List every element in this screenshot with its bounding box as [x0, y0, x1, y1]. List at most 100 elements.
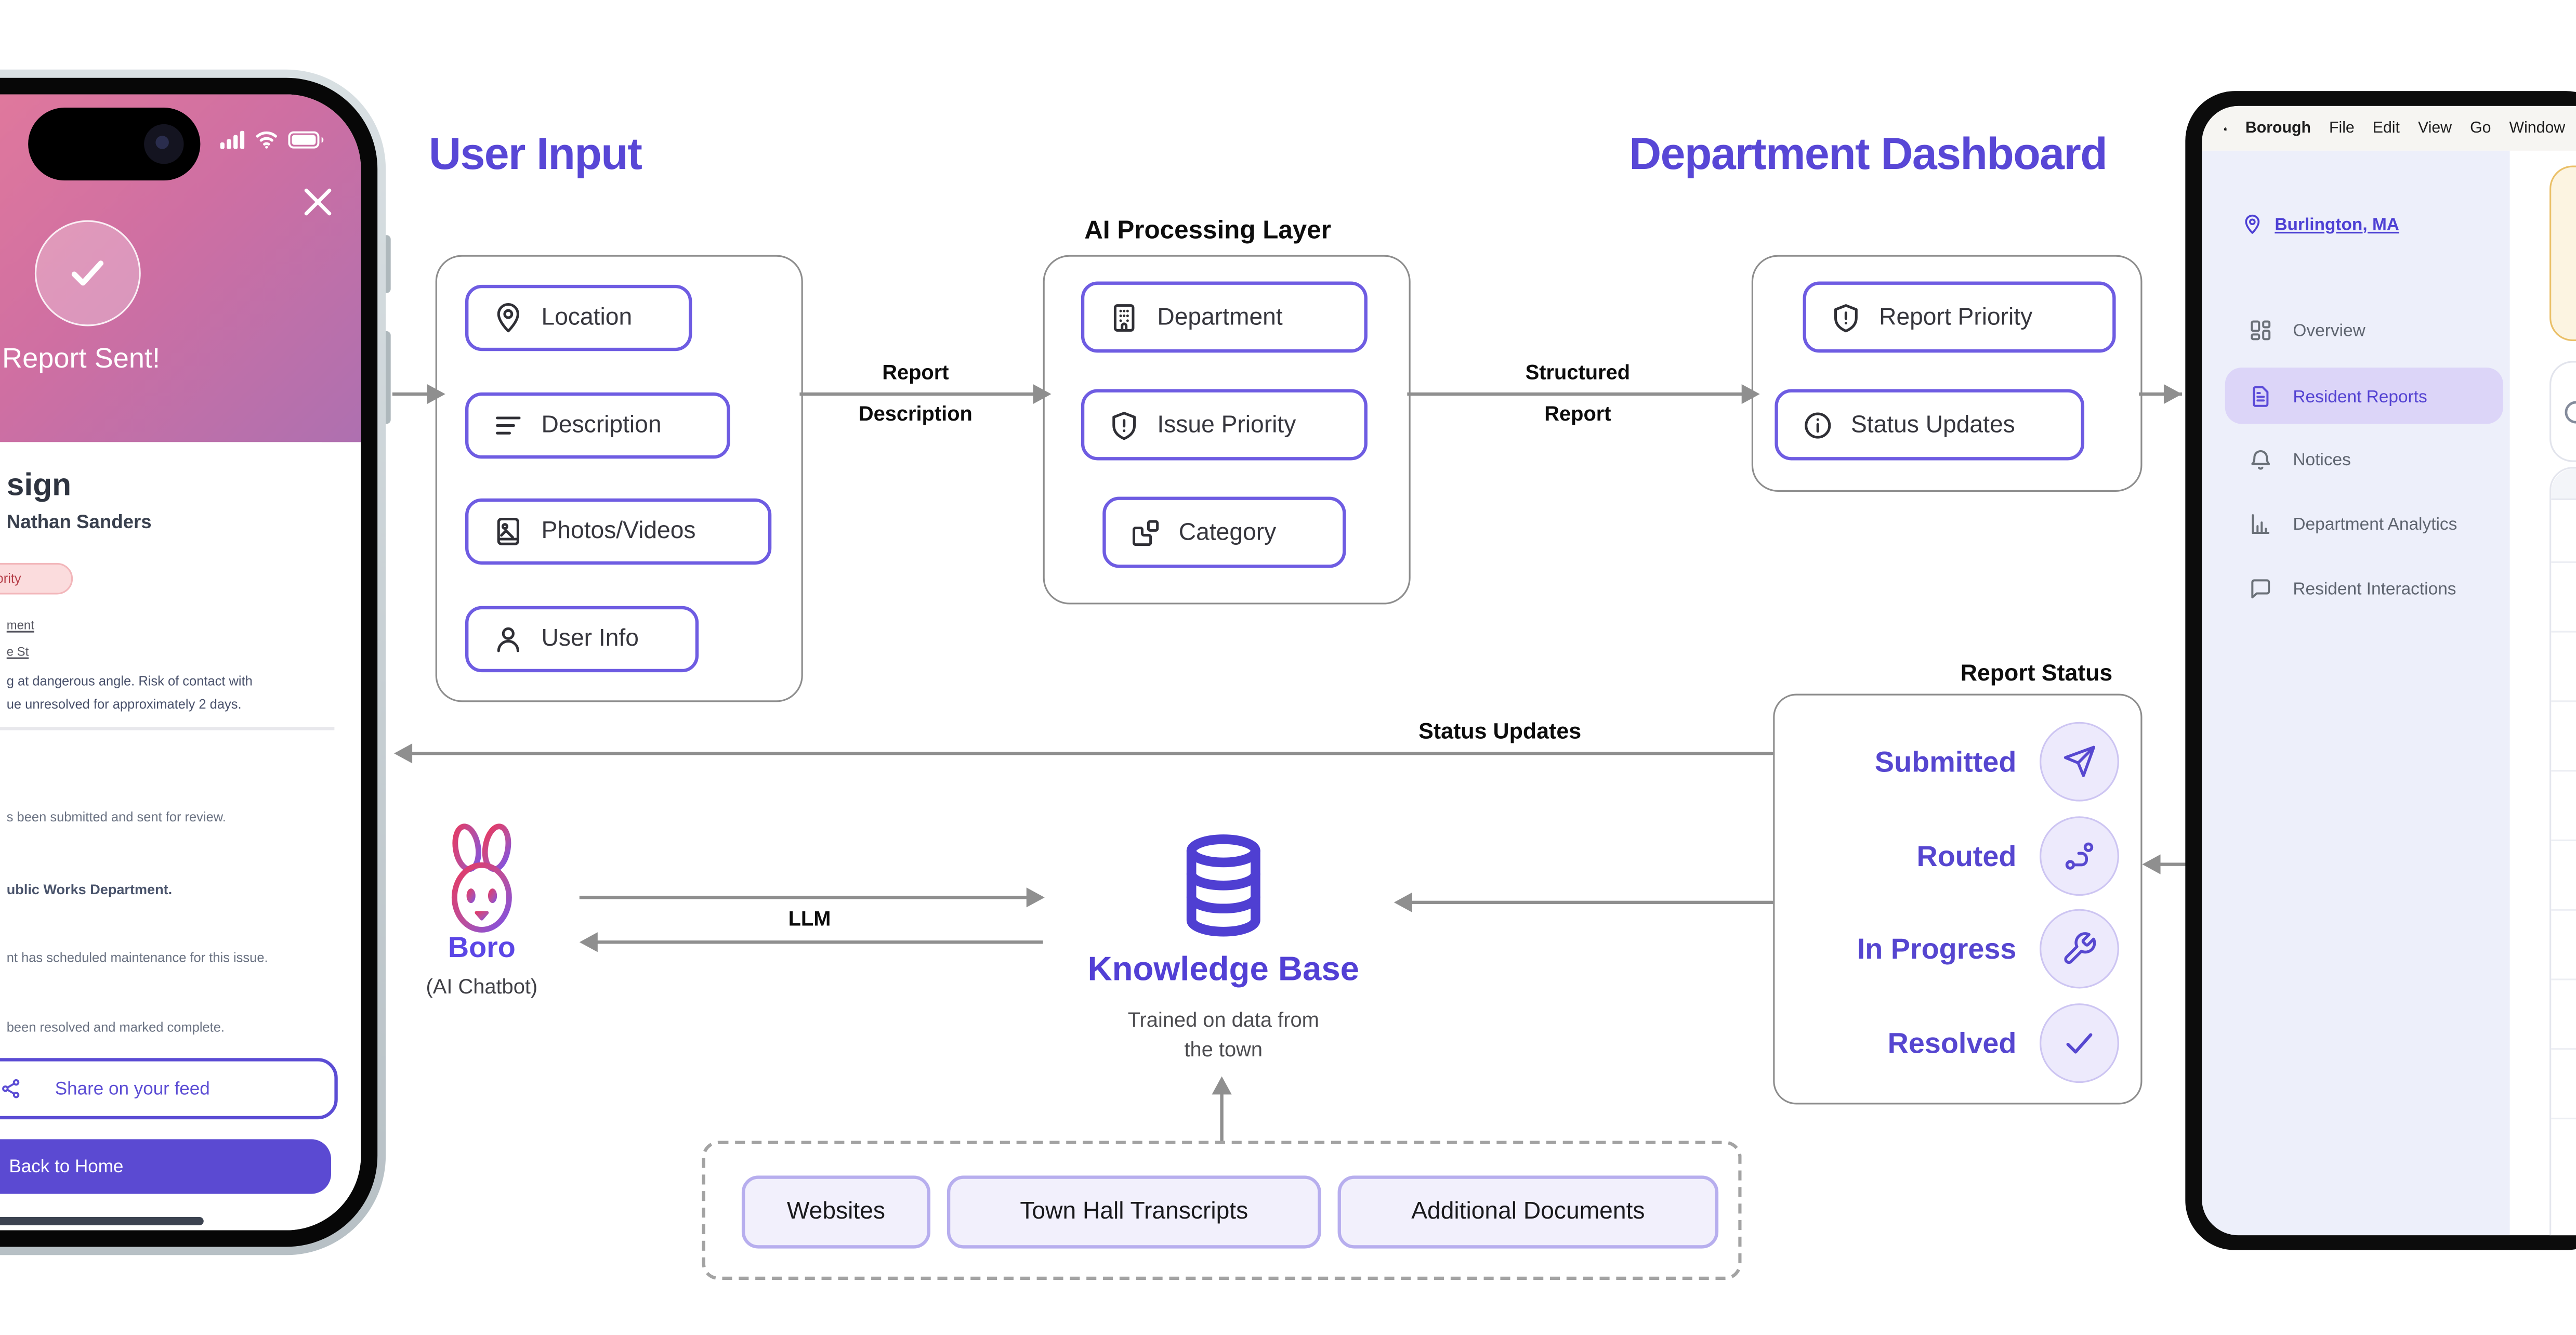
- share-icon: [2, 1079, 20, 1098]
- feature-label: Report Priority: [1879, 304, 2033, 331]
- search-icon: [2565, 401, 2576, 424]
- close-icon[interactable]: [303, 187, 333, 217]
- home-indicator[interactable]: [0, 1217, 204, 1225]
- menu-app-name[interactable]: Borough: [2245, 119, 2311, 138]
- feature-box-report-priority: Report Priority: [1803, 281, 2116, 353]
- feature-label: Category: [1178, 519, 1277, 546]
- sidebar-label: Resident Interactions: [2293, 579, 2456, 599]
- user-icon: [497, 627, 519, 652]
- phone-screen: Report Sent! sign Nathan Sanders High Pr…: [0, 94, 361, 1231]
- sidebar-item-department-analytics[interactable]: Department Analytics: [2248, 512, 2457, 536]
- pin-icon: [2245, 214, 2260, 234]
- report-status-title: Report Status: [1960, 659, 2113, 686]
- table-row-divider: [2551, 770, 2576, 772]
- feature-box-user-info: User Info: [465, 606, 699, 673]
- back-home-button[interactable]: Back to Home: [0, 1139, 332, 1194]
- feature-label: Location: [541, 305, 633, 332]
- sources-container: [702, 1141, 1742, 1280]
- arrow-ai-to-dashboard: [1407, 392, 1745, 396]
- dashboard-sidebar: Burlington, MA Overview Resident Repo: [2202, 150, 2510, 1236]
- sidebar-label: Overview: [2293, 320, 2365, 341]
- status-bar: [220, 130, 325, 149]
- sidebar-item-resident-interactions[interactable]: Resident Interactions: [2248, 576, 2456, 601]
- feature-label: User Info: [541, 625, 639, 652]
- feature-box-status-updates: Status Updates: [1775, 389, 2085, 461]
- menu-item-edit[interactable]: Edit: [2372, 119, 2400, 138]
- arrow-window-to-report-status: [2152, 862, 2192, 867]
- location-label: Burlington, MA: [2275, 214, 2399, 234]
- timeline-entry-3: nt has scheduled maintenance for this is…: [6, 950, 268, 965]
- arrow-dashboard-to-window: [2139, 392, 2182, 396]
- sidebar-label: Resident Reports: [2293, 386, 2427, 407]
- arrow-status-updates-to-phone: [399, 752, 1773, 756]
- dynamic-island: [28, 108, 201, 181]
- wifi-icon: [256, 131, 277, 149]
- reports-table-card: [2549, 467, 2576, 1236]
- front-camera: [144, 124, 184, 164]
- arrowhead: [579, 932, 598, 952]
- menu-item-file[interactable]: File: [2329, 119, 2355, 138]
- send-icon: [2040, 722, 2119, 802]
- chat-icon: [2251, 579, 2270, 599]
- menu-item-go[interactable]: Go: [2470, 119, 2491, 138]
- sidebar-item-notices[interactable]: Notices: [2248, 447, 2351, 472]
- knowledge-base-subtitle-2: the town: [1184, 1038, 1263, 1062]
- sidebar-item-overview[interactable]: Overview: [2248, 318, 2365, 343]
- status-row-in-progress: In Progress: [1780, 909, 2119, 989]
- timeline-entry-1: s been submitted and sent for review.: [6, 809, 226, 825]
- share-feed-button[interactable]: Share on your feed: [0, 1058, 338, 1120]
- building-icon: [1113, 303, 1135, 331]
- back-home-label: Back to Home: [9, 1156, 124, 1177]
- arrowhead: [1033, 384, 1052, 404]
- department-link-fragment[interactable]: ment: [6, 618, 34, 633]
- menu-item-view[interactable]: View: [2417, 119, 2452, 138]
- table-row-divider: [2551, 700, 2576, 702]
- card-divider: [0, 727, 335, 730]
- arrowhead: [1212, 1076, 1232, 1095]
- arrow-sources-to-kb: [1220, 1086, 1224, 1141]
- street-link-fragment[interactable]: e St: [6, 644, 29, 659]
- sidebar-item-resident-reports[interactable]: Resident Reports: [2248, 384, 2427, 409]
- department-dashboard-window: Borough File Edit View Go Window Help Bu…: [2185, 91, 2576, 1250]
- mac-menu-bar: Borough File Edit View Go Window Help: [2202, 106, 2576, 151]
- bar-chart-icon: [2252, 514, 2270, 534]
- source-label: Town Hall Transcripts: [1020, 1199, 1248, 1225]
- report-title-fragment: sign: [6, 468, 72, 504]
- arrowhead: [2163, 384, 2182, 404]
- table-row-divider: [2551, 839, 2576, 842]
- photo-icon: [497, 518, 519, 545]
- priority-badge-label: High Priority: [0, 571, 21, 586]
- menu-item-window[interactable]: Window: [2509, 119, 2566, 138]
- route-icon: [2040, 816, 2119, 896]
- shield-alert-icon: [1834, 303, 1858, 332]
- arrowhead: [1394, 892, 1412, 912]
- boro-bunny-icon: [451, 823, 512, 933]
- feature-box-photos: Photos/Videos: [465, 498, 772, 565]
- status-row-routed: Routed: [1780, 816, 2119, 896]
- sidebar-location-link[interactable]: Burlington, MA: [2242, 214, 2399, 235]
- search-input[interactable]: [2549, 361, 2576, 462]
- boro-subtitle: (AI Chatbot): [426, 975, 538, 999]
- arrow-report-status-to-kb: [1403, 900, 1773, 905]
- table-row-divider: [2551, 1117, 2576, 1120]
- report-description-label-top: Report: [882, 361, 949, 384]
- source-town-hall: Town Hall Transcripts: [947, 1175, 1321, 1249]
- sidebar-label: Department Analytics: [2293, 514, 2457, 534]
- signal-icon: [220, 130, 245, 149]
- table-row-divider: [2551, 1048, 2576, 1050]
- boro-name: Boro: [448, 931, 516, 964]
- arrow-kb-to-boro: [589, 940, 1043, 945]
- arrowhead: [2142, 854, 2161, 874]
- arrow-user-input-to-ai: [799, 392, 1036, 396]
- timeline-entry-4: been resolved and marked complete.: [6, 1020, 225, 1035]
- knowledge-base-subtitle-1: Trained on data from: [1127, 1008, 1319, 1032]
- grid-icon: [2251, 320, 2271, 341]
- feature-label: Status Updates: [1850, 411, 2015, 438]
- arrow-boro-to-kb: [579, 896, 1030, 900]
- success-check-circle: [34, 220, 141, 326]
- battery-icon: [288, 131, 324, 149]
- priority-badge: High Priority: [0, 562, 73, 595]
- status-label: Routed: [1916, 839, 2017, 872]
- check-icon: [71, 260, 104, 286]
